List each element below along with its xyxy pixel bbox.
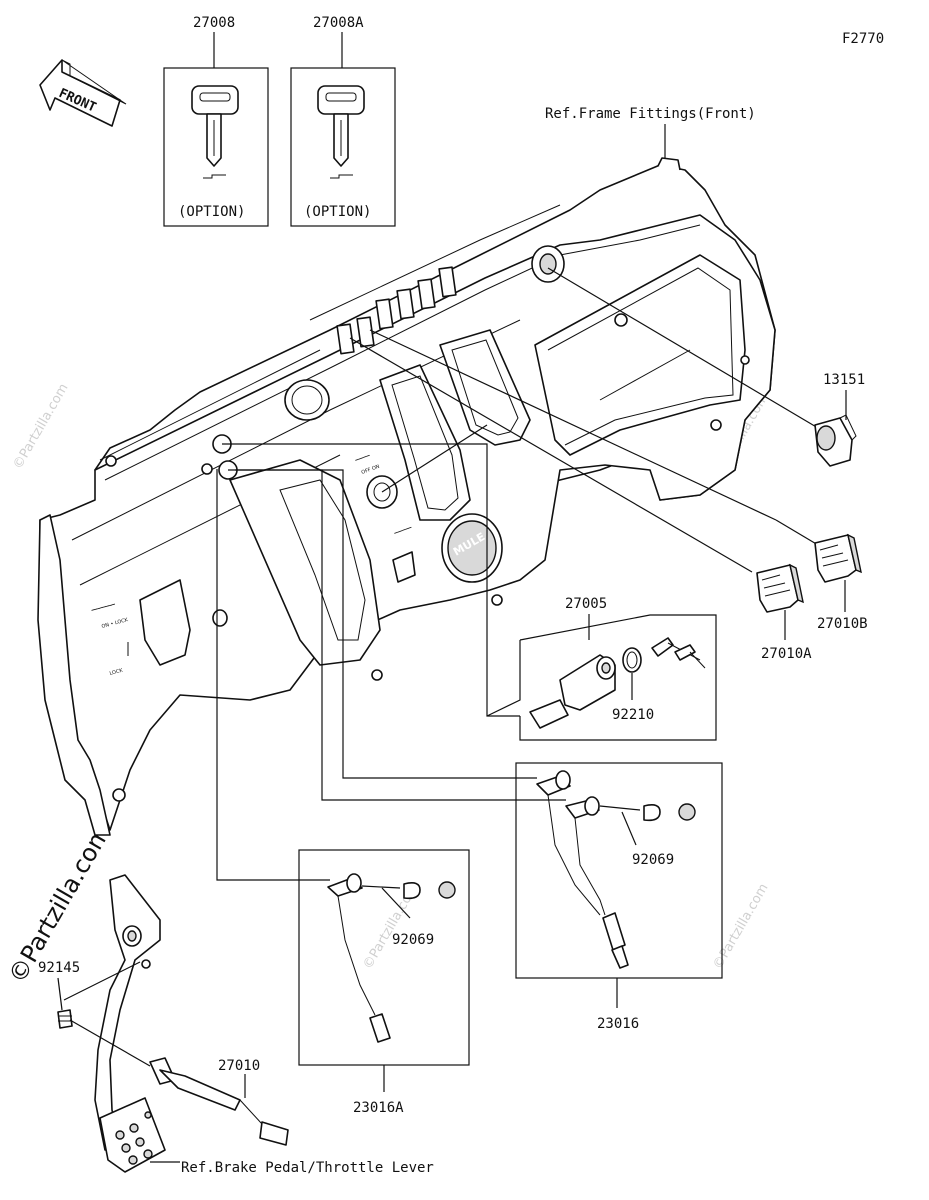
part-13151: 13151 [814, 372, 865, 467]
ref-brake-pedal: Ref.Brake Pedal/Throttle Lever [181, 1160, 434, 1176]
svg-text:━━━━━: ━━━━━ [354, 453, 372, 464]
switch-slot-1 [336, 323, 355, 355]
callout-92210: 92210 [612, 707, 654, 723]
ref-frame-fittings: Ref.Frame Fittings(Front) [545, 106, 756, 122]
svg-text:LOCK: LOCK [109, 668, 124, 677]
part-27010A: 27010A [756, 563, 812, 662]
part-23016A: 92069 23016A [298, 849, 470, 1116]
key-27008A: 27008A (OPTION) [290, 15, 396, 227]
part-27005: 27005 92210 [486, 596, 717, 741]
callout-92069-right: 92069 [632, 852, 674, 868]
watermark-1: ©Partzilla.com [10, 381, 71, 472]
callout-27010B: 27010B [817, 616, 868, 632]
figure-code: F2770 [842, 31, 884, 47]
callout-92069-left: 92069 [392, 932, 434, 948]
callout-92145: 92145 [38, 960, 80, 976]
key-27008: 27008 (OPTION) [163, 15, 269, 227]
callout-23016A: 23016A [353, 1100, 404, 1116]
switch-slot-2 [356, 316, 375, 348]
callout-27010A: 27010A [761, 646, 812, 662]
watermark-5: ©Partzilla.com [710, 881, 771, 972]
leader-lines [216, 267, 819, 881]
option-label-a: (OPTION) [178, 204, 245, 220]
callout-23016: 23016 [597, 1016, 639, 1032]
dashboard-panel: ━━━━━━━━ ON • LOCK LOCK MULE ━━━━━━ ━━━━… [37, 157, 776, 836]
front-arrow: FRONT [39, 59, 127, 127]
callout-27008A: 27008A [313, 15, 364, 31]
callout-27005: 27005 [565, 596, 607, 612]
option-label-b: (OPTION) [304, 204, 371, 220]
callout-27010: 27010 [218, 1058, 260, 1074]
part-27010B: 27010B [814, 533, 868, 632]
brake-pedal: Ref.Brake Pedal/Throttle Lever 92145 270… [38, 874, 434, 1176]
callout-27008: 27008 [193, 15, 235, 31]
part-23016: 92069 23016 [515, 762, 723, 1032]
callout-13151: 13151 [823, 372, 865, 388]
